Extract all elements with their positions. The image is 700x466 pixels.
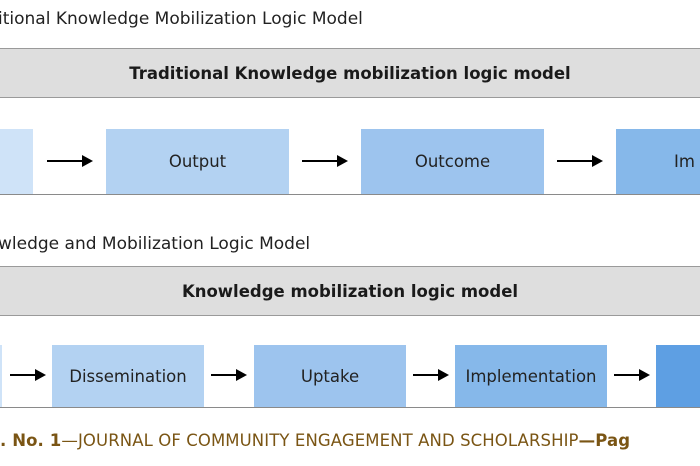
arrow-icon — [302, 154, 348, 168]
step-box-output: Output — [106, 129, 289, 194]
step-box-uptake: Uptake — [254, 345, 406, 407]
step-box-impact: Im — [616, 129, 700, 194]
model-title-2: Knowledge mobilization logic model — [181, 281, 519, 301]
step-box-outcome: Outcome — [361, 129, 544, 194]
divider — [0, 407, 700, 408]
model-title-1: Traditional Knowledge mobilization logic… — [129, 63, 571, 83]
arrow-icon — [557, 154, 603, 168]
arrow-icon — [47, 154, 93, 168]
footer-dash: — — [61, 431, 78, 450]
footer-issue: . No. 1 — [0, 431, 62, 450]
arrow-icon — [211, 368, 247, 382]
model-title-band-2: Knowledge mobilization logic model — [0, 266, 700, 316]
arrow-icon — [614, 368, 650, 382]
arrow-icon — [10, 368, 46, 382]
step-box-implementation: Implementation — [455, 345, 607, 407]
figure-caption-1: itional Knowledge Mobilization Logic Mod… — [0, 9, 363, 29]
divider — [0, 194, 700, 195]
journal-footer: . No. 1—JOURNAL OF COMMUNITY ENGAGEMENT … — [0, 431, 630, 450]
step-box-partial-end — [656, 345, 700, 407]
model-title-band-1: Traditional Knowledge mobilization logic… — [0, 48, 700, 98]
step-box-partial-1 — [0, 129, 33, 194]
arrow-icon — [413, 368, 449, 382]
footer-page: —Pag — [578, 431, 631, 450]
footer-journal-name: JOURNAL OF COMMUNITY ENGAGEMENT AND SCHO… — [77, 431, 579, 450]
figure-caption-2: wledge and Mobilization Logic Model — [0, 234, 311, 254]
step-box-partial-2 — [0, 345, 2, 407]
step-box-dissemination: Dissemination — [52, 345, 204, 407]
